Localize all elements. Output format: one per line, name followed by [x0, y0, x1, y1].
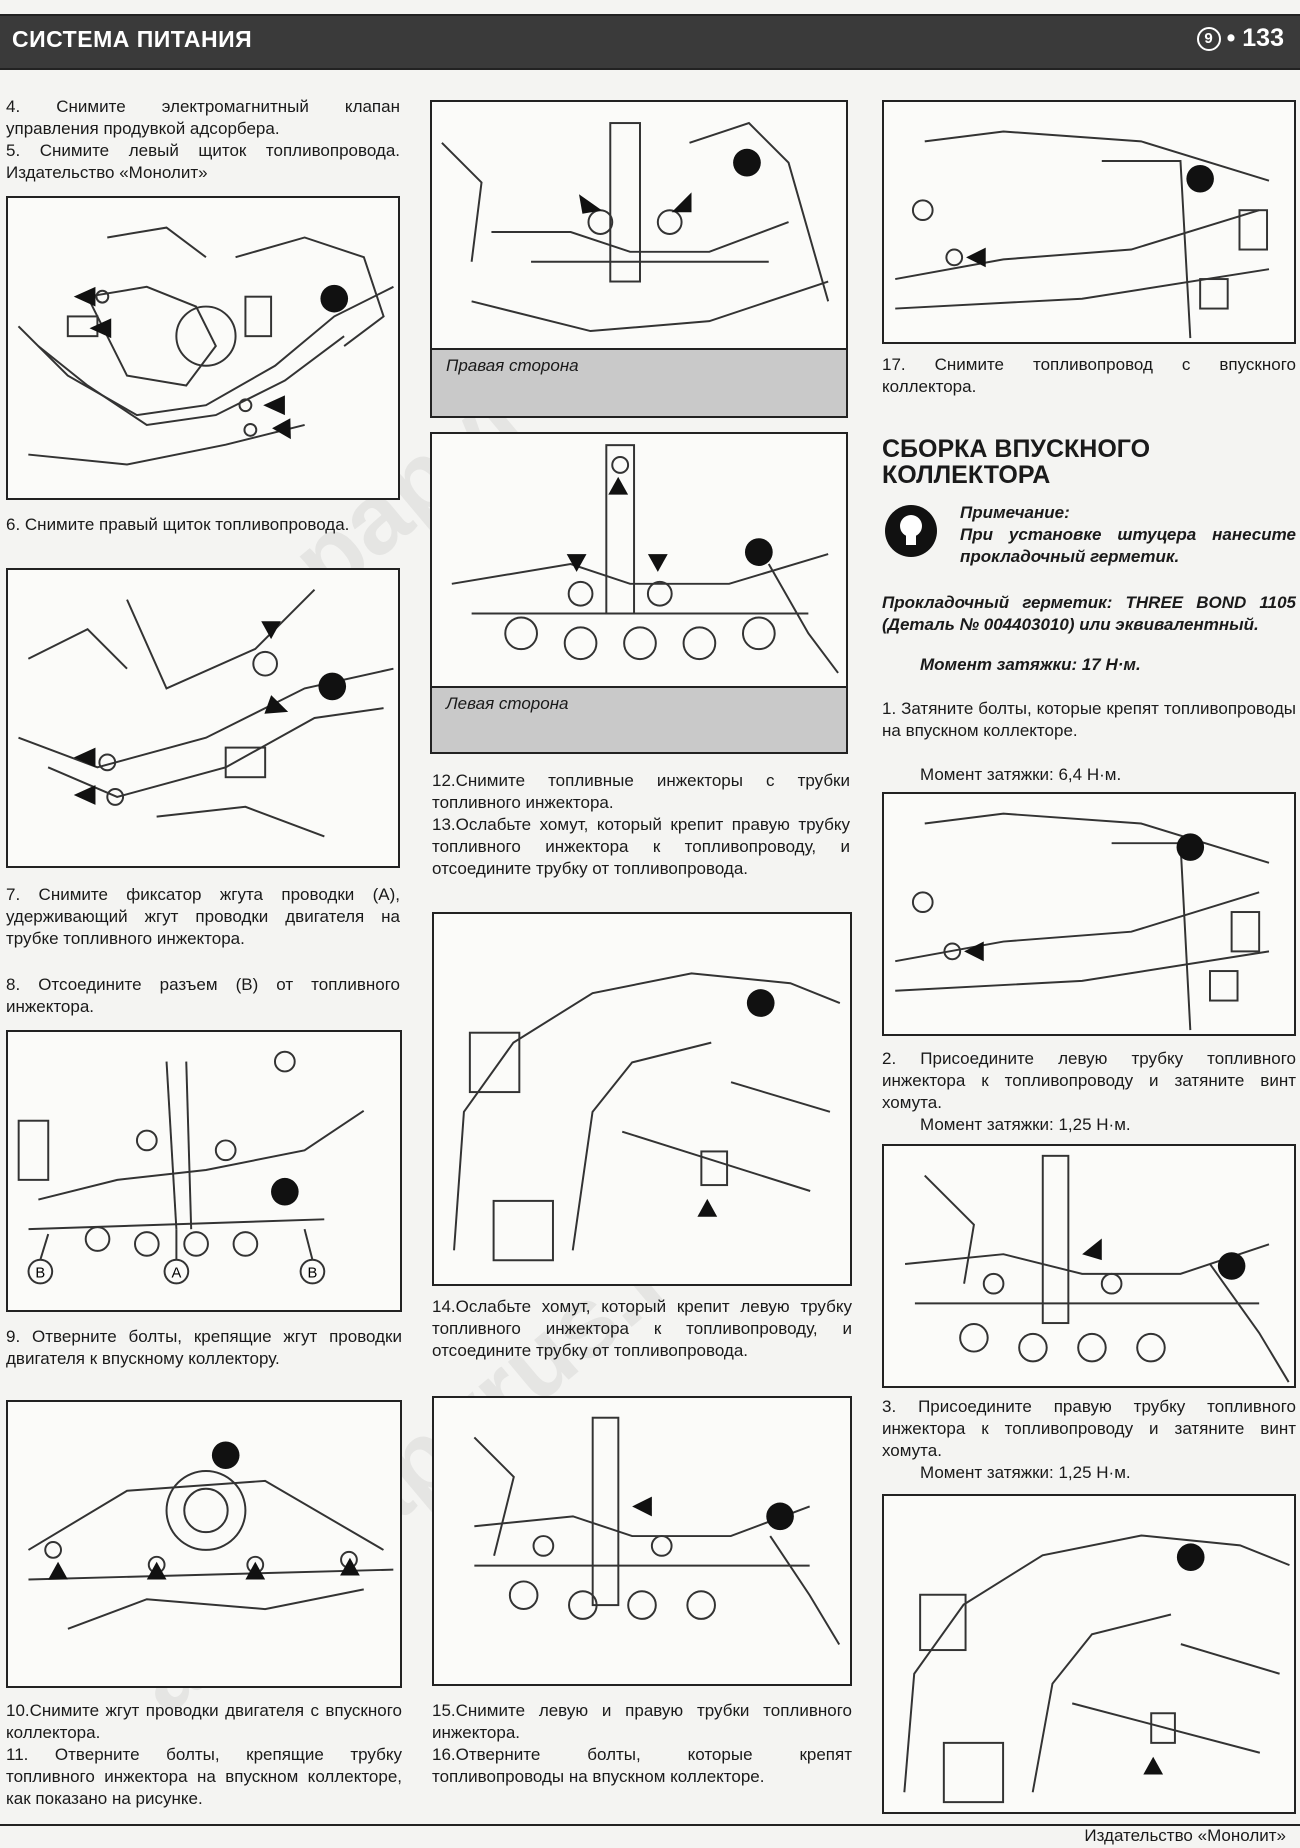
- label-a: A: [171, 1265, 181, 1281]
- figure-right-tube-install: [882, 1494, 1296, 1814]
- note-sealant: Прокладочный герметик: THREE BOND 1105 (…: [882, 593, 1296, 634]
- engine-drawing: [473, 1416, 841, 1646]
- step-16: 16.Отверните болты, которые крепят топли…: [432, 1745, 852, 1786]
- figure-fuel-line-removal: [882, 100, 1296, 344]
- engine-drawing: [27, 1441, 394, 1630]
- step-5: 5. Снимите левый щиток топливопровода. И…: [6, 141, 400, 182]
- label-b-right: B: [308, 1265, 318, 1281]
- engine-drawing: B A B: [17, 1050, 365, 1285]
- step-13: 13.Ослабьте хомут, который крепит правую…: [432, 815, 850, 878]
- section-heading: СБОРКА ВПУСКНОГО КОЛЛЕКТОРА: [882, 435, 1151, 489]
- engine-drawing: [453, 972, 841, 1262]
- chapter-marker: 9: [1196, 27, 1221, 52]
- step-8: 8. Отсоедините разъем (В) от топливного …: [6, 975, 400, 1016]
- note-torque: Момент затяжки: 17 Н·м.: [920, 655, 1141, 674]
- assembly-step-1: 1. Затяните болты, которые крепят топлив…: [882, 699, 1296, 740]
- step-10: 10.Снимите жгут проводки двигателя с впу…: [6, 1701, 402, 1742]
- engine-drawing: [895, 130, 1270, 339]
- step-17: 17. Снимите топливопровод с впускного ко…: [882, 355, 1296, 396]
- page-number: 9• 133: [1196, 24, 1284, 53]
- figure-fuel-line-install: [882, 792, 1296, 1036]
- figure-tubes: [432, 1396, 852, 1686]
- figure-right-tube-clamp: [432, 912, 852, 1286]
- label-b-left: B: [35, 1265, 45, 1281]
- engine-drawing: [18, 589, 394, 838]
- note-body: При установке штуцера нанесите прокладоч…: [960, 525, 1296, 566]
- engine-drawing: [903, 1534, 1290, 1804]
- step-15: 15.Снимите левую и правую трубки топливн…: [432, 1701, 852, 1742]
- assembly-step-2-torque: Момент затяжки: 1,25 Н·м.: [920, 1115, 1131, 1134]
- step-6: 6. Снимите правый щиток топливопровода.: [6, 515, 350, 534]
- note-title: Примечание:: [960, 503, 1070, 522]
- step-9: 9. Отверните болты, крепящие жгут провод…: [6, 1327, 402, 1368]
- figure-harness-clip: B A B: [6, 1030, 402, 1312]
- step-7: 7. Снимите фиксатор жгута проводки (А), …: [6, 885, 400, 948]
- figure-right-shield: [6, 568, 400, 868]
- footer-publisher: Издательство «Монолит»: [1084, 1826, 1286, 1845]
- figure-harness-bolts: [6, 1400, 402, 1688]
- assembly-step-3-torque: Момент затяжки: 1,25 Н·м.: [920, 1463, 1131, 1482]
- footer-rule: [0, 1824, 1300, 1826]
- engine-drawing: [441, 121, 830, 333]
- caption-left-side: Левая сторона: [432, 686, 846, 752]
- step-4: 4. Снимите электромагнитный клапан управ…: [6, 97, 400, 138]
- assembly-step-2: 2. Присоедините левую трубку топливного …: [882, 1049, 1296, 1112]
- caption-right-side: Правая сторона: [432, 348, 846, 416]
- page-number-text: • 133: [1226, 24, 1284, 52]
- step-12: 12.Снимите топливные инжекторы с трубки …: [432, 771, 850, 812]
- figure-right-side: Правая сторона: [430, 100, 848, 418]
- engine-drawing: [904, 1154, 1290, 1383]
- figure-left-tube-install: [882, 1144, 1296, 1388]
- assembly-step-3: 3. Присоедините правую трубку топливного…: [882, 1397, 1296, 1460]
- figure-left-side: Левая сторона: [430, 432, 848, 754]
- step-11: 11. Отверните болты, крепящие трубку топ…: [6, 1745, 402, 1808]
- page-header: СИСТЕМА ПИТАНИЯ 9• 133: [0, 14, 1300, 70]
- step-14: 14.Ослабьте хомут, который крепит левую …: [432, 1297, 852, 1360]
- assembly-step-1-torque: Момент затяжки: 6,4 Н·м.: [920, 765, 1122, 784]
- engine-drawing: [17, 226, 394, 466]
- note-bulb-icon: [885, 505, 937, 557]
- section-title: СИСТЕМА ПИТАНИЯ: [12, 26, 253, 52]
- figure-left-shield: [6, 196, 400, 500]
- engine-drawing: [451, 444, 839, 674]
- engine-drawing: [895, 812, 1270, 1031]
